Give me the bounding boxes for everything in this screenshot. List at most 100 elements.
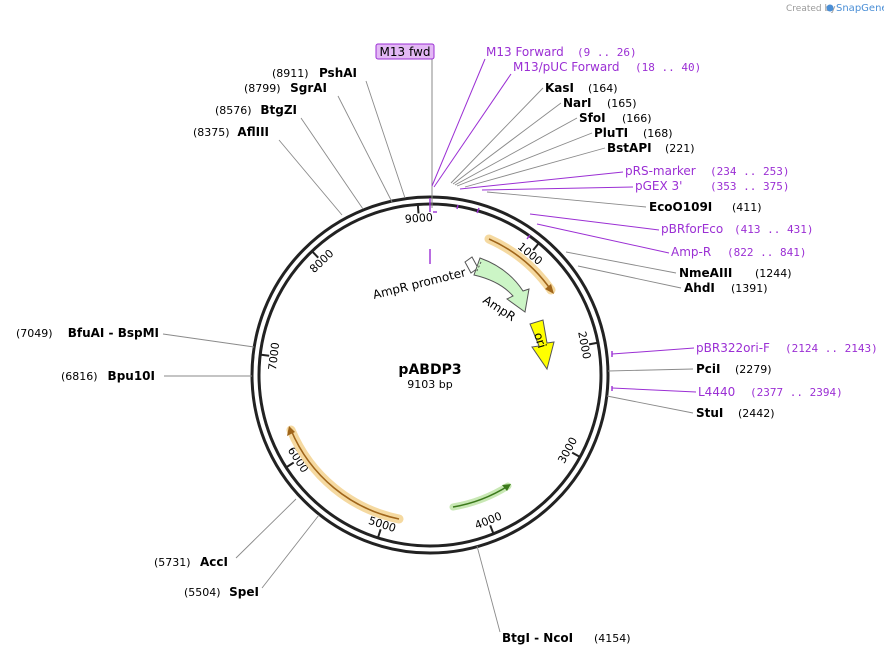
primer-marker [526, 234, 531, 240]
site-leader-line [486, 191, 647, 208]
ring-tick [571, 451, 580, 458]
restriction-site-ecoo109i[interactable]: EcoO109I(411) [649, 200, 762, 214]
site-name: StuI [696, 406, 723, 420]
primer-markers [429, 198, 613, 391]
labels: PshAI (8911)SgrAI(8799) BtgZI(8576) AflIII (… [16, 45, 878, 645]
ring-tick [286, 461, 295, 468]
site-leader-line [300, 117, 364, 210]
primer-range: (18 .. 40) [635, 61, 701, 74]
site-leader-line [565, 251, 677, 274]
orf-arcs [286, 234, 556, 524]
site-position: (2442) [738, 407, 775, 420]
site-position: (6816) [61, 370, 98, 383]
site-leader-line [278, 139, 343, 216]
site-position: (5504) [184, 586, 221, 599]
ring-tick [377, 528, 382, 538]
primer-range: (353 .. 375) [710, 180, 789, 193]
site-name: AflIII [237, 125, 269, 139]
primer-name: L4440 [698, 385, 735, 399]
site-position: (164) [588, 82, 618, 95]
primer-name: pBRforEco [661, 222, 723, 236]
primer-leader-line [459, 171, 624, 190]
site-position: (1244) [755, 267, 792, 280]
site-leader-line [162, 333, 255, 348]
restriction-site-bpu10i[interactable]: Bpu10I(6816) [61, 369, 155, 383]
primer-amp-r[interactable]: Amp-R(822 .. 841) [671, 245, 806, 259]
primer-leader-line [611, 387, 697, 393]
ring-tick [588, 341, 598, 346]
restriction-site-bstapi[interactable]: BstAPI (221) [607, 141, 695, 155]
site-leader-line [456, 132, 593, 187]
restriction-site-bfuai[interactable]: BfuAI - BspMI(7049) [16, 326, 159, 340]
primer-m13-forward[interactable]: M13 Forward (9 .. 26) [486, 45, 637, 59]
primer-prs-marker[interactable]: pRS-marker(234 .. 253) [625, 164, 789, 178]
credit-brand: SnapGene [836, 3, 884, 14]
restriction-site-btgzi[interactable]: BtgZI(8576) [215, 103, 297, 117]
site-name: KasI [545, 81, 574, 95]
primer-l4440[interactable]: L4440(2377 .. 2394) [698, 385, 843, 399]
site-leader-line [606, 395, 694, 414]
feature-ori[interactable]: ori [529, 319, 555, 371]
primer-pgex-3-[interactable]: pGEX 3' (353 .. 375) [635, 179, 789, 193]
primer-leader-line [529, 213, 660, 231]
plasmid-length: 9103 bp [407, 378, 452, 391]
feature-ampr-promoter[interactable]: AmpR promoter [371, 256, 479, 302]
restriction-site-nari[interactable]: NarI(165) [563, 96, 637, 110]
feature-ampr[interactable]: AmpR [473, 257, 530, 324]
ring-tick-label: 4000 [473, 510, 504, 532]
restriction-site-pcii[interactable]: PciI(2279) [696, 362, 772, 376]
site-name: BstAPI [607, 141, 652, 155]
primer-name: pGEX 3' [635, 179, 682, 193]
primer-leader-line [481, 186, 634, 191]
restriction-site-ahdi[interactable]: AhdI(1391) [684, 281, 768, 295]
plasmid-name: pABDP3 [398, 362, 461, 378]
site-position: (411) [732, 201, 762, 214]
restriction-site-kasi[interactable]: KasI (164) [545, 81, 618, 95]
primer-m13-fwd-box[interactable]: M13 fwd [375, 43, 435, 208]
ring-tick-label: 9000 [404, 211, 433, 226]
site-name: AccI [200, 555, 228, 569]
orf-arc-top-arrow-icon [545, 284, 554, 294]
snapgene-credit[interactable]: Created by SnapGene [786, 3, 884, 14]
restriction-site-nmeaiii[interactable]: NmeAIII(1244) [679, 266, 792, 280]
primer-range: (234 .. 253) [710, 165, 789, 178]
ring-tick [311, 251, 319, 259]
site-position: (8375) [193, 126, 230, 139]
primer-pbr322ori-f[interactable]: pBR322ori-F(2124 .. 2143) [696, 341, 878, 355]
site-leader-line [577, 265, 682, 289]
primer-m13-puc-forward[interactable]: M13/pUC Forward(18 .. 40) [513, 60, 701, 74]
restriction-site-pluti[interactable]: PluTI(168) [594, 126, 673, 140]
primer-pbrforeco[interactable]: pBRforEco(413 .. 431) [661, 222, 813, 236]
site-position: (1391) [731, 282, 768, 295]
site-position: (166) [622, 112, 652, 125]
restriction-site-spei[interactable]: SpeI(5504) [184, 585, 259, 599]
restriction-site-stui[interactable]: StuI (2442) [696, 406, 775, 420]
site-position: (165) [607, 97, 637, 110]
primer-range: (9 .. 26) [577, 46, 637, 59]
restriction-site-acci[interactable]: AccI(5731) [154, 555, 228, 569]
site-leader-line [607, 368, 694, 372]
restriction-site-afliii[interactable]: AflIII (8375) [193, 125, 269, 139]
site-name: PshAI [319, 66, 357, 80]
leader-lines [162, 58, 697, 633]
site-leader-line [452, 102, 562, 185]
site-leader-line [464, 147, 606, 188]
site-leader-line [476, 545, 501, 633]
site-position: (221) [665, 142, 695, 155]
orf-arc-left-arrow-icon [287, 426, 295, 436]
site-name: SgrAI [290, 81, 327, 95]
ori-label: ori [531, 331, 549, 350]
site-position: (8576) [215, 104, 252, 117]
site-position: (7049) [16, 327, 53, 340]
restriction-site-sfoi[interactable]: SfoI(166) [579, 111, 652, 125]
credit-prefix: Created by [786, 4, 836, 14]
site-leader-line [454, 117, 578, 186]
restriction-site-pshai[interactable]: PshAI (8911) [272, 66, 357, 80]
primer-name: M13 Forward [486, 45, 564, 59]
restriction-site-btgi[interactable]: BtgI - NcoI(4154) [502, 631, 631, 645]
primer-marker [476, 207, 480, 214]
restriction-site-sgrai[interactable]: SgrAI(8799) [244, 81, 327, 95]
site-position: (8911) [272, 67, 309, 80]
primer-name: pBR322ori-F [696, 341, 770, 355]
site-leader-line [235, 498, 297, 559]
